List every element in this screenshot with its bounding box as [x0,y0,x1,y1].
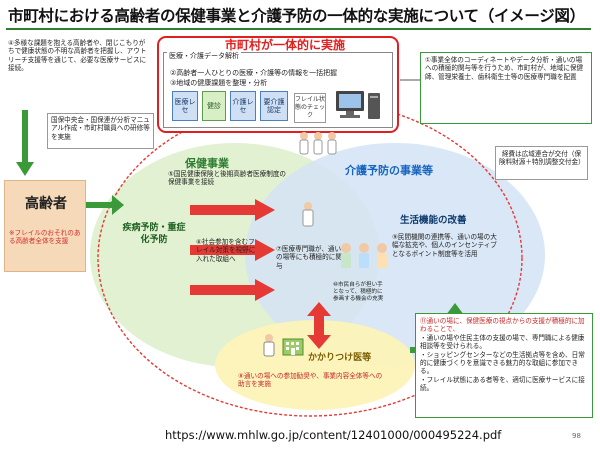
doctor-icon [261,332,277,362]
bottom-right-note: ⑪通いの場に、保健医療の視点からの支援が積極的に加わることで、 ・通いの場や住民… [415,313,593,418]
nurse-group-icon [297,130,339,164]
health-item-6: ⑥社会参加を含むフレイル対策を視野に入れた取組へ [196,238,256,263]
elderly-note: ※フレイルのおそれのある高齢者全体を支援 [9,229,81,246]
left-note: ④多様な課題を抱える高齢者や、閉じこもりがちで健康状態の不明な高齢者を把握し、ア… [5,37,150,110]
elderly-arrowhead [112,195,124,215]
care-title: 介護予防の事業等 [345,164,433,177]
hospital-icon [282,336,304,356]
elderly-label: 高齢者 [25,196,67,212]
life-function-label: 生活機能の改善 [400,215,467,226]
bottom-note-item-3: ・フレイル状態にある者等を、適切に医療サービスに接続。 [420,375,585,393]
right-note-text: ①事業全体のコーディネートやデータ分析・通いの場への積極的関与等を行うため、市町… [425,56,584,81]
elderly-box: 高齢者 ※フレイルのおそれのある高齢者全体を支援 [4,180,86,272]
red-arrow-3 [190,279,275,301]
doctor-item-8: ⑧通いの場への参加勧奨や、事業内容全体等への助言を実施 [238,372,383,389]
title-divider [6,28,591,30]
left-note-text: ④多様な課題を抱える高齢者や、閉じこもりがちで健康状態の不明な高齢者を把握し、ア… [8,39,147,73]
doctor-title: かかりつけ医等 [308,353,372,363]
health-title: 保健事業 [185,157,229,170]
left-connector-arrowhead [16,162,34,176]
health-item-5: ⑤国民健康保険と後期高齢者医療制度の保健事業を接続 [168,170,287,187]
red-double-arrow [307,302,331,349]
tile-frailty-check: フレイル状態のチェック [294,93,326,123]
analysis-item-3: ③地域の健康課題を整理・分析 [170,79,268,87]
tile-care-receipt: 介護レセ [230,91,256,121]
overlap-item-7: ⑦医療専門職が、通いの場等にも積極的に関与 [276,245,342,270]
bottom-note-item-0: ⑪通いの場に、保健医療の視点からの支援が積極的に加わることで、 [420,317,585,334]
municipality-title: 市町村が一体的に実施 [224,38,345,52]
computer-icon [334,89,384,123]
bottom-connector-arrowhead [446,303,464,315]
red-arrow-2 [190,239,275,261]
tile-medical-receipt: 医療レセ [172,91,198,121]
analysis-panel: 医療・介護データ解析 ②高齢者一人ひとりの医療・介護等の情報を一括把握 ③地域の… [163,52,393,128]
tile-checkup: 健診 [202,91,226,121]
bottom-note-item-2: ・ショッピングセンターなどの生活拠点等を含め、日常的に健康づくりを意識できる魅力… [420,350,585,376]
page-title: 市町村における高齢者の保健事業と介護予防の一体的な実施について（イメージ図） [8,7,585,25]
tile-care-certification: 要介護認定 [260,91,288,121]
red-arrow-1 [190,199,275,221]
support-note-text: 国保中央会・国保連が分析マニュアル作成・市町村職員への研修等を実施 [51,116,150,141]
analysis-label: 医療・介護データ解析 [167,52,241,61]
overlap-item-10: ⑩市民自らが担い手となって、積極的に参画する機会の充実 [333,282,384,302]
bottom-note-item-1: ・通いの場や住民主体の支援の場で、専門職による健康相談等を受けられる。 [420,333,585,351]
analysis-item-2: ②高齢者一人ひとりの医療・介護等の情報を一括把握 [170,69,338,77]
right-note: ①事業全体のコーディネートやデータ分析・通いの場への積極的関与等を行うため、市町… [420,52,592,124]
page-number: 98 [572,432,581,440]
funding-note-text: 経費は広域連合が交付（保険料財源＋特別調整交付金） [499,150,585,167]
source-url[interactable]: https://www.mhlw.go.jp/content/12401000/… [165,428,502,442]
nurse-icon [300,200,316,234]
elderly-group-icon [338,240,392,276]
funding-note: 経費は広域連合が交付（保険料財源＋特別調整交付金） [495,146,588,180]
care-item-9: ⑨民間機関の連携等、通いの場の大幅な拡充や、個人のインセンティブとなるポイント制… [392,233,497,258]
support-note: 国保中央会・国保連が分析マニュアル作成・市町村職員への研修等を実施 [47,113,154,149]
disease-prevention-label: 疾病予防・重症化予防 [122,223,186,245]
